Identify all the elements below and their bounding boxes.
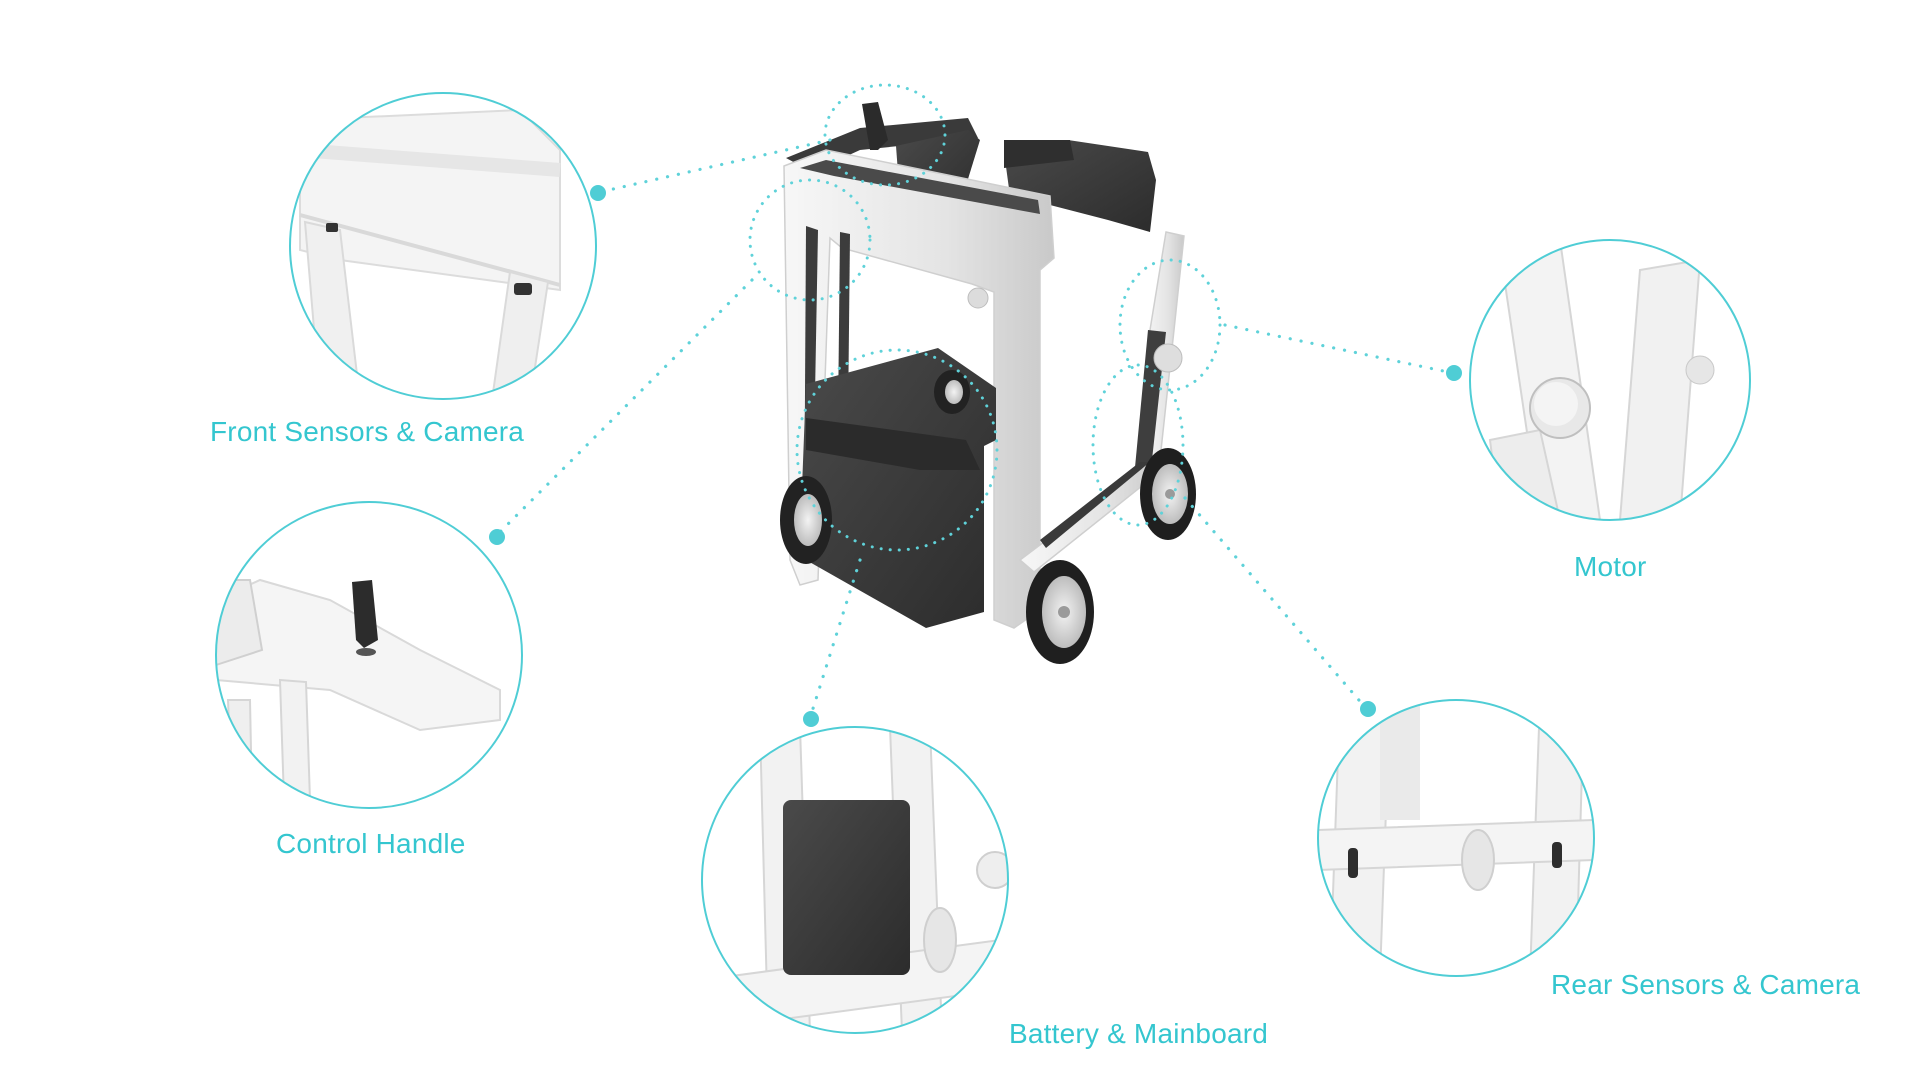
wheel-front-right (1026, 560, 1094, 664)
callout-front-sensors (289, 92, 597, 400)
ring-battery (795, 348, 999, 552)
ring-rear-sensor (1091, 363, 1185, 527)
dot-rear-sensors (1360, 701, 1376, 717)
dot-control-handle (489, 529, 505, 545)
leader-motor (1223, 323, 1450, 374)
leader-rear-sensors (1183, 496, 1366, 708)
highlight-rings (748, 83, 1222, 552)
leader-lines (496, 138, 1450, 720)
motor-cap-left (967, 287, 989, 309)
ring-front-sensor (748, 178, 872, 302)
control-handle-knob (862, 102, 888, 150)
dot-motor (1446, 365, 1462, 381)
base-bar-dark (1040, 462, 1150, 548)
leader-control-handle (496, 278, 754, 536)
label-motor: Motor (1574, 551, 1647, 582)
base-bar (1018, 461, 1164, 573)
ring-handle (823, 83, 947, 187)
battery-pocket (806, 418, 980, 470)
control-handle-joystick (352, 580, 378, 648)
rear-sensor-window-right (1552, 842, 1562, 868)
label-control-handle: Control Handle (276, 828, 466, 859)
motor-cap (1153, 343, 1183, 373)
walker-illustration (780, 102, 1196, 664)
rear-sensor-window-left (1348, 848, 1358, 878)
anchor-dots (489, 185, 1462, 727)
front-frame-top-band (800, 160, 1040, 214)
callout-control-handle (215, 501, 523, 809)
callout-rear-sensors (1317, 699, 1595, 977)
right-armrest-back (1004, 140, 1074, 168)
label-front-sensors: Front Sensors & Camera (210, 416, 525, 447)
front-sensor-window-left (326, 223, 338, 232)
battery-box (783, 800, 910, 975)
wheel-rear-small (934, 370, 970, 414)
callout-motor (1469, 239, 1751, 521)
ring-motor (1118, 258, 1222, 392)
callout-battery (701, 726, 1009, 1034)
dot-front-sensors (590, 185, 606, 201)
label-battery-mainboard: Battery & Mainboard (1009, 1018, 1269, 1049)
front-sensor-window-right (514, 283, 532, 295)
wheel-front-left (780, 476, 832, 564)
battery-pack (800, 348, 996, 628)
dot-battery (803, 711, 819, 727)
label-rear-sensors: Rear Sensors & Camera (1551, 969, 1861, 1000)
wheel-rear-right (1140, 448, 1196, 540)
front-frame (783, 149, 1055, 629)
